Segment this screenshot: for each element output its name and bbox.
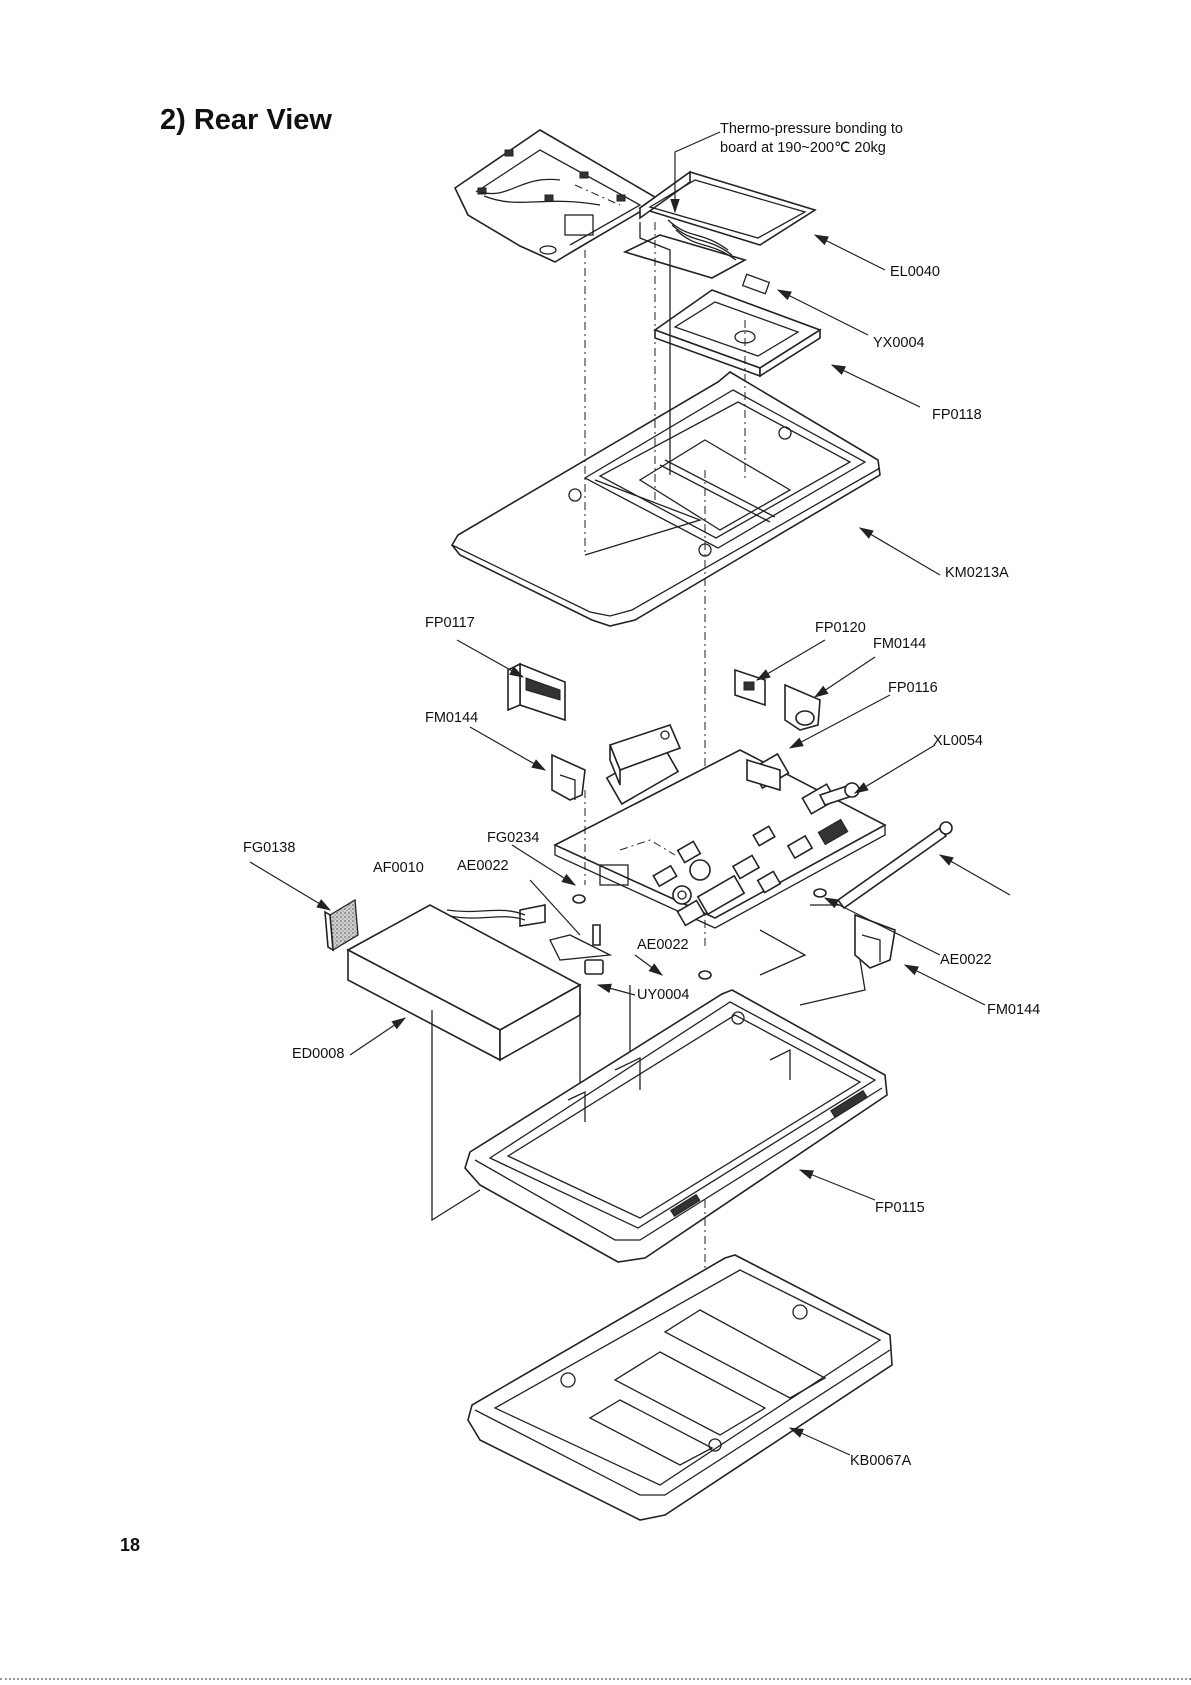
fp0118-holder: [655, 290, 820, 376]
yx0004-pad: [743, 274, 770, 293]
label-xl0054: XL0054: [933, 733, 983, 749]
footer-rule: [0, 1678, 1191, 1682]
label-fg0234: FG0234: [487, 830, 539, 846]
label-af0010: AF0010: [373, 860, 424, 876]
label-fp0116: FP0116: [888, 680, 938, 696]
label-fp0118: FP0118: [932, 407, 982, 423]
guide-line: [760, 930, 805, 975]
label-ed0008: ED0008: [292, 1046, 344, 1062]
label-fp0115: FP0115: [875, 1200, 925, 1216]
label-km0213a: KM0213A: [945, 565, 1009, 581]
label-fm0144-right: FM0144: [987, 1002, 1040, 1018]
guide-line: [550, 935, 610, 960]
fp0117-connector: [508, 664, 565, 720]
ed0008-battery: [348, 905, 580, 1060]
label-ae0022-left: AE0022: [457, 858, 509, 874]
display-module: [625, 172, 815, 278]
label-fp0120: FP0120: [815, 620, 866, 636]
main-pcb: [555, 746, 885, 928]
label-uy0004: UY0004: [637, 987, 689, 1003]
page-number: 18: [120, 1535, 140, 1556]
label-ae0022-right: AE0022: [940, 952, 992, 968]
fm0144-bracket-top: [785, 685, 820, 730]
kb0067a-bottom-cover: [468, 1255, 892, 1520]
top-flex-board: [455, 130, 660, 262]
label-fm0144-top: FM0144: [873, 636, 926, 652]
label-ae0022-center: AE0022: [637, 937, 689, 953]
fm0144-bracket-left: [552, 755, 585, 800]
km0213a-front-panel: [452, 372, 880, 626]
guide-line: [800, 960, 865, 1005]
label-fm0144-left: FM0144: [425, 710, 478, 726]
label-yx0004: YX0004: [873, 335, 925, 351]
fp0120-clip: [735, 670, 765, 705]
label-fp0117: FP0117: [425, 615, 475, 631]
fg0138-foam: [325, 900, 358, 950]
label-fg0138: FG0138: [243, 840, 295, 856]
label-kb0067a: KB0067A: [850, 1453, 911, 1469]
label-el0040: EL0040: [890, 264, 940, 280]
